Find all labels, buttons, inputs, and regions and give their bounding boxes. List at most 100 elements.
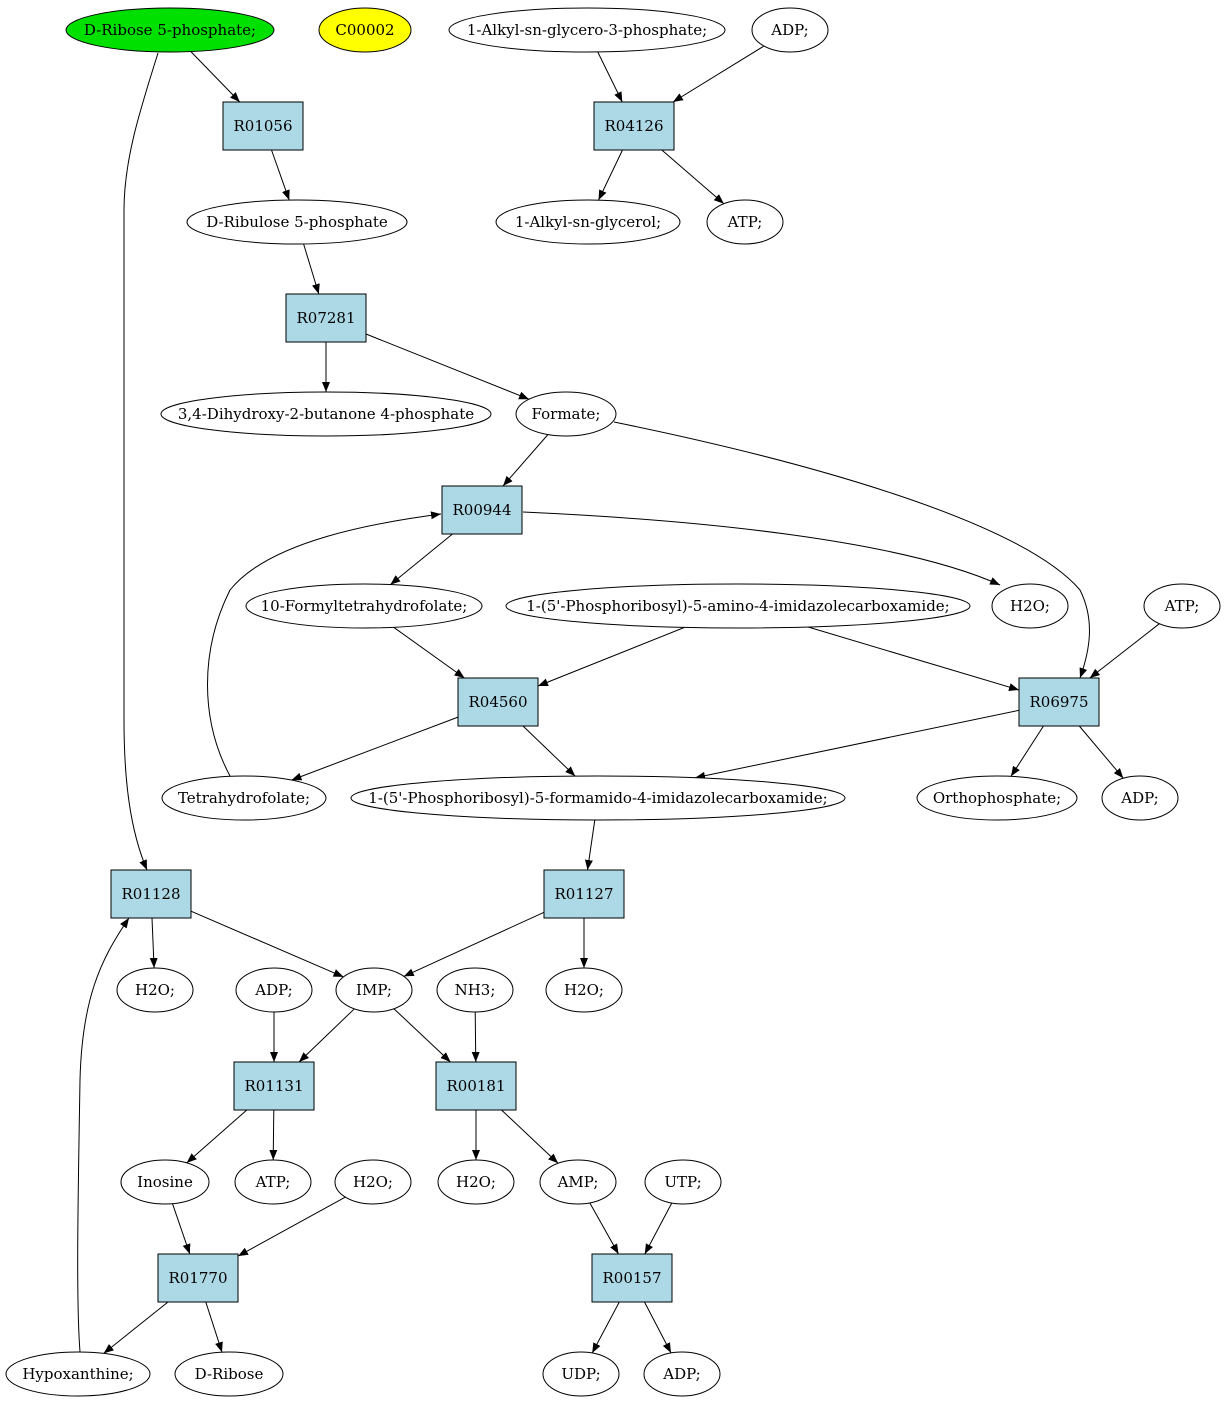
compound-ellipse xyxy=(1101,775,1179,821)
compound-node-nh3: NH3; xyxy=(436,967,514,1013)
node-label: ATP; xyxy=(727,213,763,231)
reaction-node-r04126: R04126 xyxy=(593,101,675,151)
edge-r01127-to-imp xyxy=(403,911,545,977)
edge-r00157-to-udp xyxy=(591,1301,620,1354)
edge-r06975-to-adp_mid xyxy=(1078,725,1124,779)
node-label: Inosine xyxy=(137,1173,193,1191)
compound-node-alkylglycerol: 1-Alkyl-sn-glycerol; xyxy=(495,199,681,245)
node-label: H2O; xyxy=(564,981,604,999)
node-label: IMP; xyxy=(356,981,392,999)
node-label: 1-(5'-Phosphoribosyl)-5-amino-4-imidazol… xyxy=(526,597,950,615)
node-label: R01056 xyxy=(233,117,292,135)
node-label: Hypoxanthine; xyxy=(22,1365,133,1383)
node-label: R07281 xyxy=(296,309,355,327)
node-label: UTP; xyxy=(664,1173,701,1191)
node-label: R00944 xyxy=(452,501,511,519)
compound-node-alkylglycero3p: 1-Alkyl-sn-glycero-3-phosphate; xyxy=(448,7,726,53)
edge-r01056-to-dribulose5p xyxy=(271,149,290,201)
compound-ellipse xyxy=(160,391,492,437)
node-label: D-Ribose xyxy=(195,1365,264,1383)
edge-aicar-to-r06975 xyxy=(807,626,1020,691)
reaction-box xyxy=(593,101,675,151)
compound-node-atp_mid: ATP; xyxy=(1143,583,1221,629)
edge-imp-to-r00181 xyxy=(393,1008,451,1063)
compound-ellipse xyxy=(545,967,623,1013)
edge-r00944-to-h2o_mid xyxy=(522,511,1001,586)
edge-aicar-to-r04560 xyxy=(537,626,685,687)
edge-formate-to-r00944 xyxy=(502,434,549,487)
reaction-node-r01131: R01131 xyxy=(233,1061,315,1111)
compound-ellipse xyxy=(644,1159,722,1205)
compound-node-dribulose5p: D-Ribulose 5-phosphate xyxy=(186,199,408,245)
node-label: R04560 xyxy=(468,693,527,711)
compound-ellipse xyxy=(991,583,1069,629)
compound-node-atp_b: ATP; xyxy=(234,1159,312,1205)
compound-ellipse xyxy=(174,1351,284,1397)
edge-nh3-to-r00181 xyxy=(471,1011,480,1063)
node-label: Formate; xyxy=(532,405,601,423)
node-label: R01128 xyxy=(121,885,180,903)
compound-node-adp_bot: ADP; xyxy=(643,1351,721,1397)
edge-alkylglycero3p-to-r04126 xyxy=(597,51,623,103)
edge-dribose5p-to-r01128 xyxy=(123,52,159,871)
node-label: Tetrahydrofolate; xyxy=(178,789,310,807)
edge-amp-to-r00157 xyxy=(589,1202,619,1255)
reaction-box xyxy=(591,1253,673,1303)
edge-atp_mid-to-r06975 xyxy=(1089,623,1160,679)
compound-ellipse xyxy=(116,967,194,1013)
compound-node-dribose: D-Ribose xyxy=(174,1351,284,1397)
edge-r07281-to-formate xyxy=(365,333,530,400)
reaction-node-r06975: R06975 xyxy=(1018,677,1100,727)
compound-ellipse xyxy=(65,7,275,53)
compound-ellipse xyxy=(542,1351,620,1397)
compound-node-adp_mid: ADP; xyxy=(1101,775,1179,821)
node-label: ADP; xyxy=(662,1365,700,1383)
node-label: ADP; xyxy=(254,981,292,999)
reaction-box xyxy=(285,293,367,343)
edge-r01131-to-inosine xyxy=(186,1109,248,1164)
compound-node-h2o_d: H2O; xyxy=(334,1159,412,1205)
node-label: D-Ribose 5-phosphate; xyxy=(84,21,256,39)
reaction-box xyxy=(222,101,304,151)
compound-ellipse xyxy=(539,1159,617,1205)
edge-r00181-to-amp xyxy=(501,1109,559,1164)
edge-dribose5p-to-r01056 xyxy=(190,51,241,103)
compound-node-udp: UDP; xyxy=(542,1351,620,1397)
reaction-node-r01127: R01127 xyxy=(543,869,625,919)
node-label: R00181 xyxy=(446,1077,505,1095)
edge-formylthf-to-r04560 xyxy=(393,626,465,679)
edge-dribulose5p-to-r07281 xyxy=(303,243,320,295)
compound-ellipse xyxy=(120,1159,210,1205)
node-label: H2O; xyxy=(353,1173,393,1191)
compound-ellipse xyxy=(245,583,483,629)
edge-inosine-to-r01770 xyxy=(172,1203,191,1255)
reaction-node-r00181: R00181 xyxy=(435,1061,517,1111)
node-label: ADP; xyxy=(770,21,808,39)
node-label: H2O; xyxy=(1010,597,1050,615)
compound-node-h2o_mid: H2O; xyxy=(991,583,1069,629)
node-label: R06975 xyxy=(1029,693,1088,711)
node-label: UDP; xyxy=(561,1365,600,1383)
compound-ellipse xyxy=(234,1159,312,1205)
edge-formate-to-r06975 xyxy=(613,421,1090,679)
node-label: R04126 xyxy=(604,117,663,135)
node-label: R00157 xyxy=(602,1269,661,1287)
reaction-node-r01056: R01056 xyxy=(222,101,304,151)
compound-node-formylthf: 10-Formyltetrahydrofolate; xyxy=(245,583,483,629)
reaction-node-r01770: R01770 xyxy=(157,1253,239,1303)
reaction-box xyxy=(1018,677,1100,727)
reaction-node-r01128: R01128 xyxy=(110,869,192,919)
compound-ellipse xyxy=(161,775,327,821)
compound-node-inosine: Inosine xyxy=(120,1159,210,1205)
compound-node-aicar: 1-(5'-Phosphoribosyl)-5-amino-4-imidazol… xyxy=(505,583,971,629)
compound-node-faicar: 1-(5'-Phosphoribosyl)-5-formamido-4-imid… xyxy=(350,775,846,821)
compound-node-h2o_c: H2O; xyxy=(545,967,623,1013)
reaction-node-r04560: R04560 xyxy=(457,677,539,727)
compound-ellipse xyxy=(350,775,846,821)
edge-r01131-to-atp_b xyxy=(269,1109,278,1161)
compound-node-formate: Formate; xyxy=(515,391,617,437)
compound-node-dihydroxybutanone: 3,4-Dihydroxy-2-butanone 4-phosphate xyxy=(160,391,492,437)
reaction-node-r07281: R07281 xyxy=(285,293,367,343)
compound-node-h2o_e: H2O; xyxy=(437,1159,515,1205)
